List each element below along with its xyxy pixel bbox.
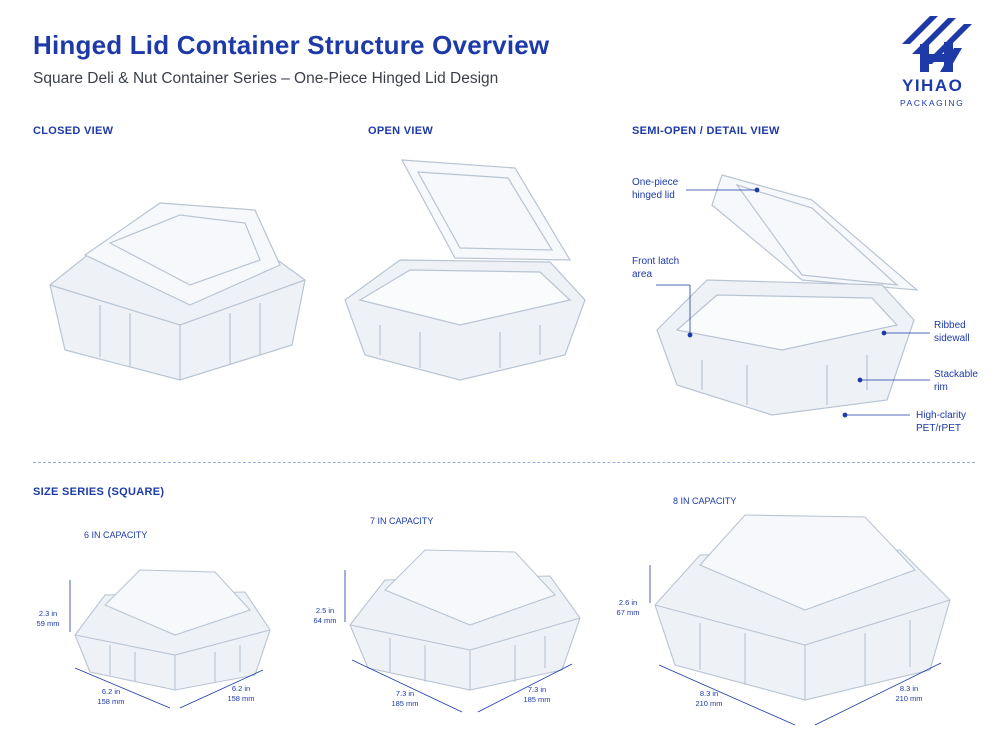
dim-8in-width-right: 8.3 in 210 mm xyxy=(895,684,923,703)
size-label-8in: 8 IN CAPACITY xyxy=(673,496,737,506)
container-7in-image xyxy=(344,549,581,713)
size-label-7in: 7 IN CAPACITY xyxy=(370,516,434,526)
semi-open-container-image xyxy=(656,174,919,416)
closed-container-image xyxy=(49,202,306,381)
callout-front-latch: Front latch area xyxy=(632,256,680,280)
callout-clarity: High-clarity PET/rPET xyxy=(916,410,967,434)
page-title: Hinged Lid Container Structure Overview xyxy=(33,30,550,60)
dim-6in-width-right: 6.2 in 158 mm xyxy=(227,684,255,703)
dim-8in-height: 2.6 in 67 mm xyxy=(616,598,640,617)
section-divider xyxy=(33,462,975,463)
dim-7in-width-left: 7.3 in 185 mm xyxy=(391,689,419,708)
dim-7in-height: 2.5 in 64 mm xyxy=(313,606,337,625)
dim-6in-height: 2.3 in 59 mm xyxy=(36,609,60,628)
size-series-heading: SIZE SERIES (SQUARE) xyxy=(33,486,165,498)
container-6in-image xyxy=(69,569,271,709)
callout-ribbed-sidewall: Ribbed sidewall xyxy=(934,320,970,344)
dim-7in-width-right: 7.3 in 185 mm xyxy=(523,685,551,704)
logo-name: YIHAO xyxy=(902,76,964,95)
open-view-label: OPEN VIEW xyxy=(368,125,434,137)
container-8in-image xyxy=(649,514,951,726)
closed-view-label: CLOSED VIEW xyxy=(33,125,114,137)
callout-lines xyxy=(656,187,930,418)
callout-stackable-rim: Stackable rim xyxy=(934,369,978,393)
brand-logo: YIHAO PACKAGING xyxy=(900,14,980,114)
page-subtitle: Square Deli & Nut Container Series – One… xyxy=(33,70,499,87)
yihao-logo-icon xyxy=(902,16,972,72)
dim-8in-width-left: 8.3 in 210 mm xyxy=(695,689,723,708)
size-label-6in: 6 IN CAPACITY xyxy=(84,530,148,540)
open-container-image xyxy=(344,159,586,381)
semi-open-view-label: SEMI-OPEN / DETAIL VIEW xyxy=(632,125,780,137)
logo-tagline: PACKAGING xyxy=(900,98,965,108)
callout-hinged-lid: One-piece hinged lid xyxy=(632,177,679,201)
dim-6in-width-left: 6.2 in 158 mm xyxy=(97,687,125,706)
